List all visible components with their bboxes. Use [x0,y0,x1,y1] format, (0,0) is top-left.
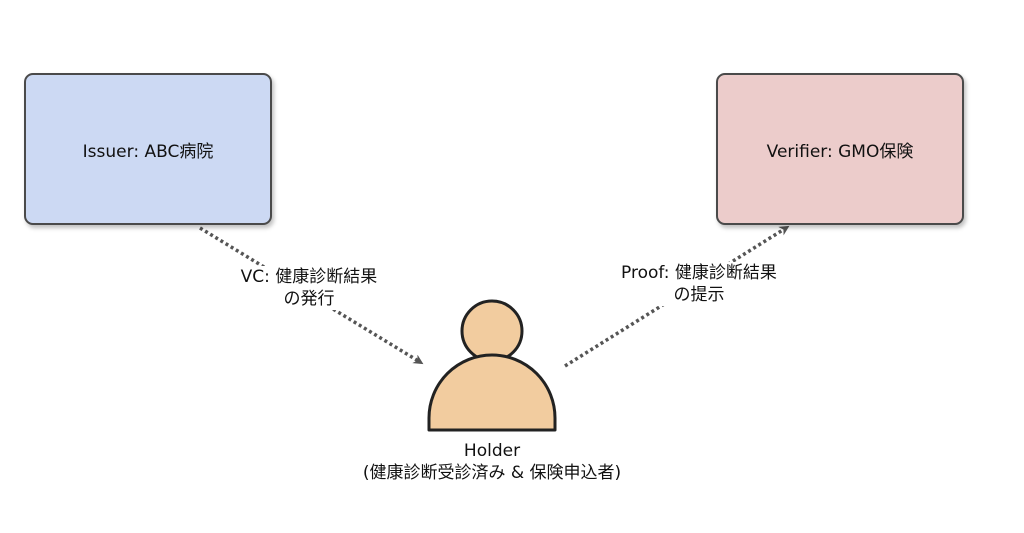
vc-label-line2: の発行 [283,289,335,309]
vc-edge-label: VC: 健康診断結果 の発行 [205,266,413,310]
holder-label: Holder (健康診断受診済み & 保険申込者) [292,440,692,484]
person-head [460,299,524,363]
holder-label-line2: (健康診断受診済み & 保険申込者) [362,463,622,483]
vc-label-line1: VC: 健康診断結果 [240,267,378,287]
verifier-label: Verifier: GMO保険 [766,141,914,162]
issuer-label: Issuer: ABC病院 [82,141,214,162]
issuer-box: Issuer: ABC病院 [24,73,272,225]
proof-present-arrow [564,225,790,368]
proof-edge-label: Proof: 健康診断結果 の提示 [590,262,808,306]
verifier-box: Verifier: GMO保険 [716,73,964,225]
person-body [427,353,557,432]
proof-label-line2: の提示 [673,285,725,305]
holder-label-line1: Holder [463,441,521,461]
person-icon [427,299,557,432]
proof-label-line1: Proof: 健康診断結果 [621,263,777,283]
